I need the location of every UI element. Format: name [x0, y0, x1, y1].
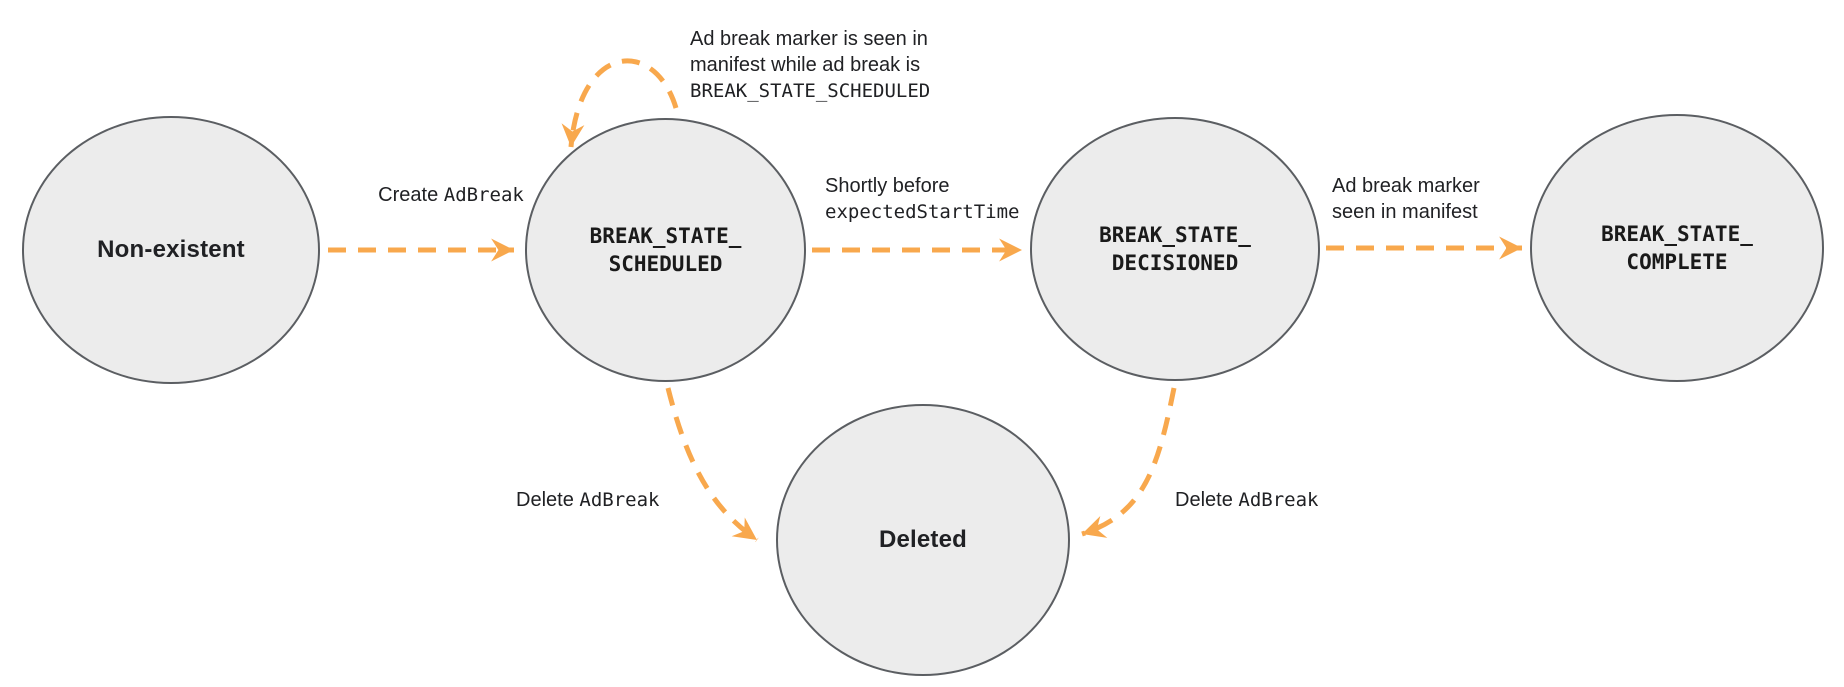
edge-label-marker-seen-line1: Ad break marker	[1332, 175, 1480, 197]
edge-label-before-code: expectedStartTime	[825, 201, 1020, 223]
state-label-deleted: Deleted	[878, 526, 968, 553]
state-label-break-state-complete: BREAK_STATE_ COMPLETE	[1601, 220, 1753, 276]
edge-label-delete-right-code: AdBreak	[1238, 489, 1319, 511]
edge-label-delete-adbreak-left: Delete AdBreak	[516, 487, 659, 513]
edge-label-self-loop: Ad break marker is seen in manifest while…	[690, 26, 930, 104]
state-label-decisioned-line1: BREAK_STATE_	[1099, 223, 1251, 247]
edge-label-delete-adbreak-right: Delete AdBreak	[1175, 487, 1318, 513]
state-label-non-existent: Non-existent	[97, 236, 245, 263]
edge-label-self-loop-code: BREAK_STATE_SCHEDULED	[690, 80, 931, 102]
state-label-break-state-scheduled: BREAK_STATE_ SCHEDULED	[590, 222, 742, 278]
edge-label-delete-left-code: AdBreak	[579, 489, 660, 511]
edge-label-before-start-time: Shortly before expectedStartTime	[825, 173, 1019, 225]
edge-label-create-code: AdBreak	[443, 184, 524, 206]
arrow-scheduled-to-deleted	[665, 387, 759, 543]
edge-label-create-plain: Create	[378, 184, 444, 206]
edge-label-delete-right-plain: Delete	[1175, 489, 1239, 511]
state-label-complete-line2: COMPLETE	[1626, 250, 1728, 274]
state-node-break-state-decisioned: BREAK_STATE_ DECISIONED	[1030, 117, 1320, 381]
edge-label-self-loop-line2: manifest while ad break is	[690, 54, 921, 76]
edge-label-marker-seen-line2: seen in manifest	[1332, 201, 1478, 223]
state-node-non-existent: Non-existent	[22, 116, 320, 384]
edge-label-marker-seen: Ad break marker seen in manifest	[1332, 173, 1480, 225]
state-node-break-state-scheduled: BREAK_STATE_ SCHEDULED	[525, 118, 806, 382]
edge-label-delete-left-plain: Delete	[516, 489, 580, 511]
state-label-scheduled-line1: BREAK_STATE_	[589, 224, 742, 248]
edge-label-create-adbreak: Create AdBreak	[336, 182, 566, 208]
state-label-scheduled-line2: SCHEDULED	[608, 252, 723, 276]
state-label-decisioned-line2: DECISIONED	[1111, 251, 1239, 275]
edge-label-self-loop-line1: Ad break marker is seen in	[690, 28, 928, 50]
edge-label-before-plain: Shortly before	[825, 175, 950, 197]
arrow-decisioned-to-deleted	[1081, 387, 1177, 538]
state-node-deleted: Deleted	[776, 404, 1070, 676]
state-label-break-state-decisioned: BREAK_STATE_ DECISIONED	[1099, 221, 1251, 277]
state-node-break-state-complete: BREAK_STATE_ COMPLETE	[1530, 114, 1824, 382]
state-label-complete-line1: BREAK_STATE_	[1601, 222, 1753, 246]
